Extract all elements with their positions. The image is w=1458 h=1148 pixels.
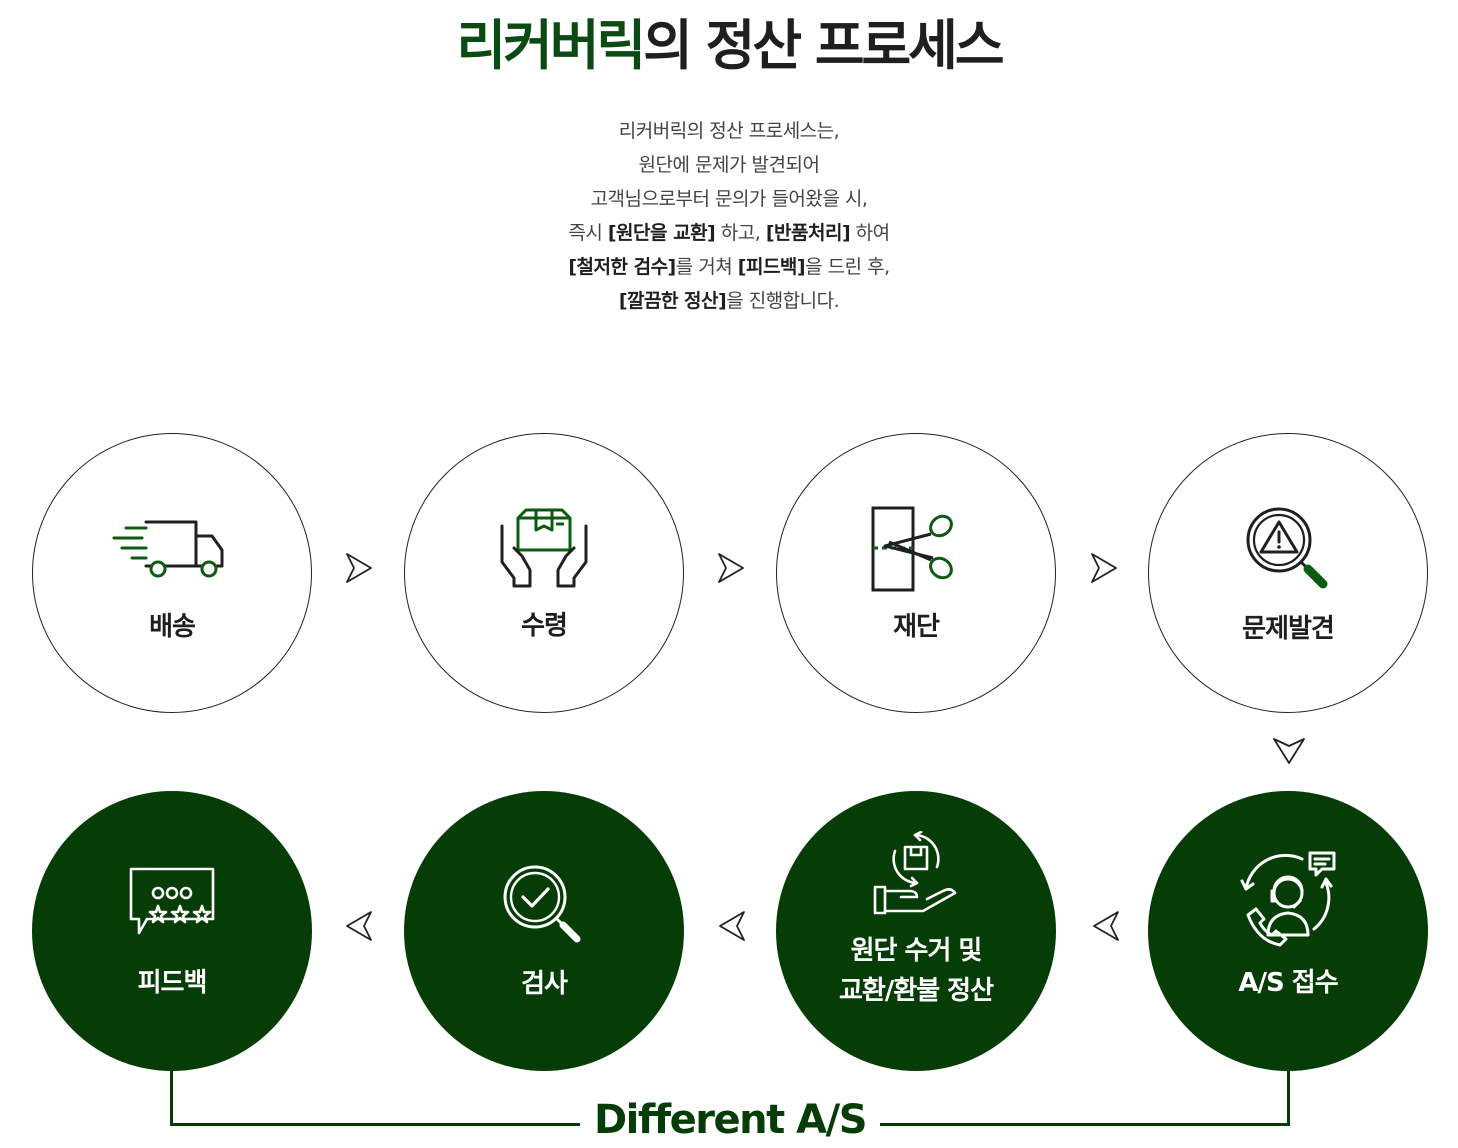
- step-label: 피드백: [137, 968, 208, 998]
- arrow-down-icon: [1273, 738, 1305, 764]
- call-center-icon: [1240, 851, 1336, 947]
- step-label: 문제발견: [1242, 614, 1335, 644]
- desc-line-3: 고객님으로부터 문의가 들어왔을 시,: [590, 188, 868, 210]
- frame-line-left: [170, 1070, 173, 1126]
- step-label: 배송: [149, 612, 196, 642]
- step-collection: 원단 수거 및 교환/환불 정산: [776, 791, 1056, 1071]
- step-label-line-2: 교환/환불 정산: [838, 976, 994, 1006]
- step-issue: 문제발견: [1148, 433, 1428, 713]
- frame-line-bottom-left: [170, 1123, 580, 1126]
- scissors-cut-icon: [871, 506, 953, 592]
- desc-line-2: 원단에 문제가 발견되어: [638, 154, 820, 176]
- frame-line-right: [1287, 1070, 1290, 1126]
- brand-name: 리커버릭: [456, 14, 646, 77]
- desc-text: 하고,: [715, 222, 766, 244]
- step-inspection: 검사: [404, 791, 684, 1071]
- truck-icon: [112, 520, 224, 578]
- magnifier-check-icon: [503, 865, 581, 943]
- step-as-receipt: A/S 접수: [1148, 791, 1428, 1071]
- desc-text: 을 진행합니다.: [726, 290, 840, 312]
- step-label: 검사: [521, 969, 568, 999]
- arrow-right-icon: [346, 553, 372, 583]
- hands-box-icon: [500, 508, 588, 588]
- desc-text: 를 거쳐: [675, 256, 738, 278]
- desc-highlight: [깔끔한 정산]: [618, 290, 727, 312]
- title-rest: 의 정산 프로세스: [643, 14, 1004, 77]
- frame-line-bottom-right: [880, 1123, 1290, 1126]
- desc-highlight: [철저한 검수]: [568, 256, 676, 278]
- step-label: 재단: [893, 612, 940, 642]
- hand-box-cycle-icon: [873, 831, 957, 915]
- step-feedback: 피드백: [32, 791, 312, 1071]
- arrow-left-icon: [346, 911, 372, 941]
- step-cutting: 재단: [776, 433, 1056, 713]
- arrow-left-icon: [1093, 911, 1119, 941]
- different-as-label: Different A/S: [580, 1096, 880, 1144]
- desc-line-1: 리커버릭의 정산 프로세스는,: [618, 120, 840, 142]
- desc-text: 즉시: [568, 222, 608, 244]
- step-label-line-1: 원단 수거 및: [850, 936, 983, 966]
- arrow-right-icon: [718, 553, 744, 583]
- desc-line-6: [깔끔한 정산]을 진행합니다.: [0, 284, 1458, 318]
- desc-text: 하여: [850, 222, 890, 244]
- desc-highlight: [원단을 교환]: [607, 222, 716, 244]
- step-delivery: 배송: [32, 433, 312, 713]
- desc-line-4: 즉시 [원단을 교환] 하고, [반품처리] 하여: [0, 216, 1458, 250]
- step-label: A/S 접수: [1238, 968, 1338, 998]
- desc-highlight: [반품처리]: [765, 222, 851, 244]
- process-description: 리커버릭의 정산 프로세스는, 원단에 문제가 발견되어 고객님으로부터 문의가…: [0, 114, 1458, 318]
- arrow-left-icon: [719, 911, 745, 941]
- desc-highlight: [피드백]: [737, 256, 806, 278]
- magnifier-warning-icon: [1246, 507, 1328, 589]
- desc-text: 을 드린 후,: [805, 256, 890, 278]
- arrow-right-icon: [1091, 553, 1117, 583]
- step-receipt: 수령: [404, 433, 684, 713]
- step-label: 수령: [521, 611, 568, 641]
- page-title: 리커버릭의 정산 프로세스: [0, 14, 1458, 78]
- speech-bubble-stars-icon: [129, 867, 215, 935]
- desc-line-5: [철저한 검수]를 거쳐 [피드백]을 드린 후,: [0, 250, 1458, 284]
